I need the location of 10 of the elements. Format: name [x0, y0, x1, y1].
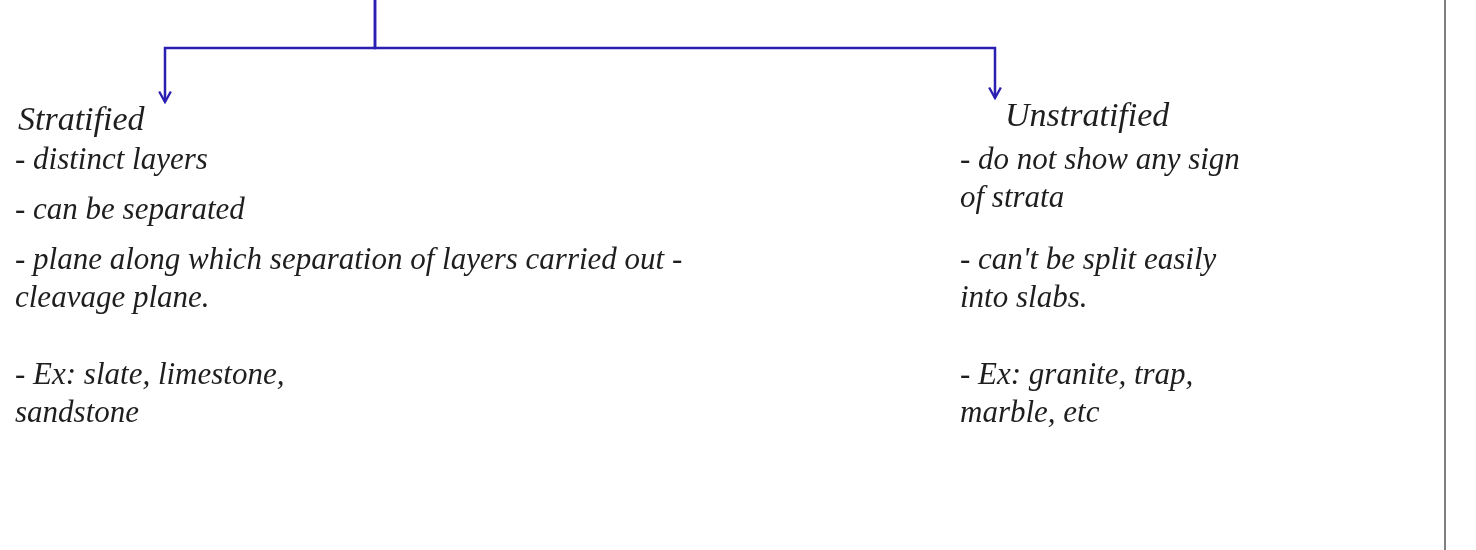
heading-text: Stratified	[18, 100, 145, 138]
note-text: - can be separated	[15, 190, 246, 228]
note-text: - plane along which separation of layers carried out - cleavage plane.	[15, 240, 684, 316]
note-text: - distinct layers	[15, 140, 209, 178]
note-text: - do not show any sign of strata	[960, 140, 1241, 216]
note-text: - Ex: granite, trap, marble, etc	[960, 355, 1195, 431]
note-text: - can't be split easily into slabs.	[960, 240, 1218, 316]
heading-text: Unstratified	[1005, 96, 1170, 134]
note-text: - Ex: slate, limestone, sandstone	[15, 355, 286, 431]
arrow	[373, 0, 1002, 100]
